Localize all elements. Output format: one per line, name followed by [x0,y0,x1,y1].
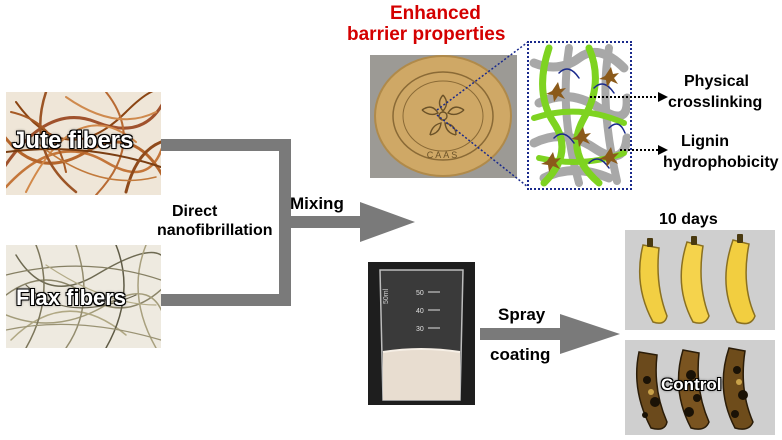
flax-fibers-label: Flax fibers [16,285,127,310]
coating-label: coating [490,345,551,364]
days-label: 10 days [659,211,718,228]
direct-label-line1: Direct [172,203,218,220]
beaker-mark-50: 50 [416,290,424,297]
seal-text: CAAS [427,150,460,160]
lignin-label-line1: Lignin [681,133,729,150]
beaker-photo: 50 40 30 50ml [368,262,475,405]
spray-arrowhead [560,314,620,354]
beaker-capacity: 50ml [383,288,390,304]
control-label: Control [661,375,722,394]
title-line2: barrier properties [347,24,506,45]
direct-label-line2: nanofibrillation [157,222,273,239]
spray-label: Spray [498,305,546,324]
beaker-mark-40: 40 [416,308,424,315]
physical-label-line1: Physical [684,73,749,90]
physical-label-line2: crosslinking [668,94,763,111]
jute-fibers-photo: Jute fibers [6,92,161,195]
bananas-10-days-photo [625,230,775,330]
jute-fibers-label: Jute fibers [12,127,134,154]
crosslink-panel [527,41,632,190]
flax-fibers-photo: Flax fibers [6,245,161,348]
mixing-arrowhead [360,202,415,242]
bananas-control-photo: Control [625,340,775,435]
beaker-mark-30: 30 [416,326,424,333]
film-photo: CAAS [370,55,517,178]
mixing-label: Mixing [290,194,344,213]
lignin-label-line2: hydrophobicity [663,154,779,171]
title-line1: Enhanced [390,3,481,24]
